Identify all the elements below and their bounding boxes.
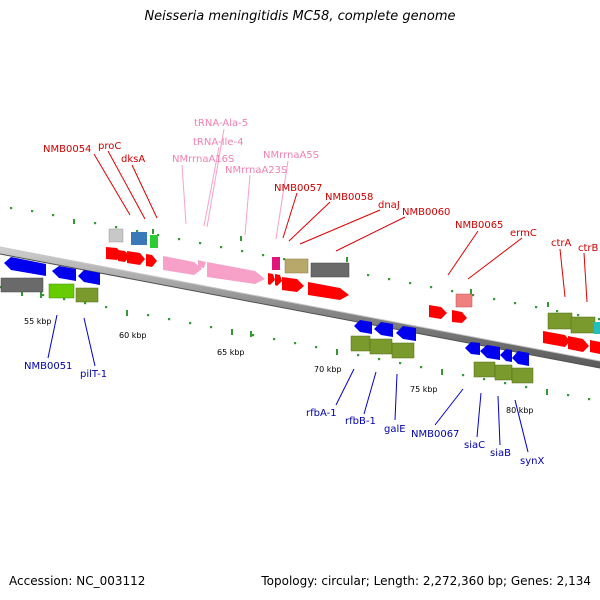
gene-block[interactable]: [75, 287, 99, 303]
lower-gene-labels: NMB0051 pilT-1 rfbA-1 rfbB-1 galE NMB006…: [24, 361, 544, 467]
gene-arrow[interactable]: [52, 266, 76, 281]
scale-labels: 55 kbp 60 kbp 65 kbp 70 kbp 75 kbp 80 kb…: [24, 317, 534, 415]
gene-block[interactable]: [284, 258, 309, 274]
gene-arrow[interactable]: [374, 322, 393, 337]
gene-arrow[interactable]: [512, 351, 529, 366]
rrna-arrow[interactable]: [163, 256, 202, 275]
map-title: Neisseria meningitidis MC58, complete ge…: [144, 9, 456, 24]
gene-block[interactable]: [494, 364, 513, 381]
rrna-arrow[interactable]: [198, 260, 206, 268]
lower-scale-track: [0, 286, 591, 401]
upper-scale-track: [10, 207, 600, 321]
gene-block[interactable]: [272, 257, 280, 270]
lower-genes: [0, 257, 534, 384]
gene-label-nmrrnaa5s[interactable]: NMrrnaA5S: [263, 150, 319, 161]
gene-block[interactable]: [594, 322, 600, 334]
gene-arrow[interactable]: [308, 282, 349, 300]
gene-label-ermc[interactable]: ermC: [510, 228, 537, 239]
gene-block[interactable]: [473, 361, 496, 378]
gene-label-nmb0057[interactable]: NMB0057: [274, 183, 322, 194]
gene-label-dksa[interactable]: dksA: [121, 154, 145, 165]
gene-label-nmrrnaa23s[interactable]: NMrrnaA23S: [225, 165, 287, 176]
scale-label-80kbp: 80 kbp: [506, 406, 534, 415]
gene-label-ctrb[interactable]: ctrB: [578, 243, 599, 254]
gene-label-pilt-1[interactable]: pilT-1: [80, 369, 107, 380]
gene-arrow[interactable]: [282, 277, 304, 292]
gene-label-siac[interactable]: siaC: [464, 440, 485, 451]
scale-label-65kbp: 65 kbp: [217, 348, 245, 357]
gene-label-nmb0067[interactable]: NMB0067: [411, 429, 459, 440]
lower-leader-lines: [47, 314, 529, 453]
scale-label-55kbp: 55 kbp: [24, 317, 52, 326]
gene-arrow[interactable]: [568, 336, 589, 352]
upper-gene-labels: NMB0054 proC dksA tRNA-Ala-5 tRNA-Ile-4 …: [43, 118, 599, 254]
scale-label-75kbp: 75 kbp: [410, 385, 438, 394]
gene-arrow[interactable]: [543, 331, 570, 347]
upper-leader-lines: [93, 128, 588, 303]
gene-label-nmb0065[interactable]: NMB0065: [455, 220, 503, 231]
gene-label-trna-ile-4[interactable]: tRNA-Ile-4: [193, 137, 243, 148]
accession-text: Accession: NC_003112: [9, 574, 146, 588]
gene-label-proc[interactable]: proC: [98, 141, 121, 152]
gene-arrow[interactable]: [396, 326, 416, 341]
gene-label-trna-ala-5[interactable]: tRNA-Ala-5: [194, 118, 248, 129]
gene-label-gale[interactable]: galE: [384, 424, 406, 435]
gene-block[interactable]: [350, 335, 371, 352]
gene-label-rfba-1[interactable]: rfbA-1: [306, 408, 337, 419]
gene-arrow[interactable]: [452, 310, 467, 323]
gene-arrow[interactable]: [268, 273, 275, 285]
gene-label-siab[interactable]: siaB: [490, 448, 511, 459]
gene-label-nmb0051[interactable]: NMB0051: [24, 361, 72, 372]
rrna-arrow[interactable]: [207, 262, 265, 284]
gene-arrow[interactable]: [480, 345, 500, 360]
gene-label-rfbb-1[interactable]: rfbB-1: [345, 416, 376, 427]
gene-block[interactable]: [150, 235, 158, 248]
gene-label-nmb0060[interactable]: NMB0060: [402, 207, 450, 218]
gene-label-nmb0058[interactable]: NMB0058: [325, 192, 373, 203]
gene-arrow[interactable]: [465, 342, 480, 355]
gene-block[interactable]: [570, 316, 596, 334]
gene-arrow[interactable]: [127, 251, 145, 265]
gene-label-synx[interactable]: synX: [520, 456, 544, 467]
gene-arrow[interactable]: [146, 254, 157, 267]
gene-arrow[interactable]: [4, 257, 46, 276]
gene-arrow[interactable]: [500, 349, 512, 362]
upper-genes: [106, 228, 600, 354]
scale-label-70kbp: 70 kbp: [314, 365, 342, 374]
gene-label-dnaj[interactable]: dnaJ: [378, 200, 400, 211]
gene-arrow[interactable]: [78, 270, 100, 285]
gene-block[interactable]: [48, 283, 75, 299]
gene-block[interactable]: [511, 367, 534, 384]
gene-block[interactable]: [131, 232, 147, 245]
gene-arrow[interactable]: [429, 305, 447, 319]
gene-block[interactable]: [0, 277, 44, 293]
gene-label-nmb0054[interactable]: NMB0054: [43, 144, 91, 155]
gene-block[interactable]: [369, 338, 393, 355]
gene-block[interactable]: [455, 293, 473, 308]
gene-block[interactable]: [108, 228, 124, 243]
gene-block[interactable]: [391, 342, 415, 359]
scale-label-60kbp: 60 kbp: [119, 331, 147, 340]
gene-label-ctra[interactable]: ctrA: [551, 238, 572, 249]
gene-label-nmrrnaa16s[interactable]: NMrrnaA16S: [172, 154, 234, 165]
gene-block[interactable]: [547, 312, 573, 330]
topology-text: Topology: circular; Length: 2,272,360 bp…: [261, 574, 591, 588]
gene-arrow[interactable]: [590, 340, 600, 354]
gene-arrow[interactable]: [275, 274, 282, 286]
gene-arrow[interactable]: [354, 320, 372, 334]
gene-block[interactable]: [310, 262, 350, 278]
